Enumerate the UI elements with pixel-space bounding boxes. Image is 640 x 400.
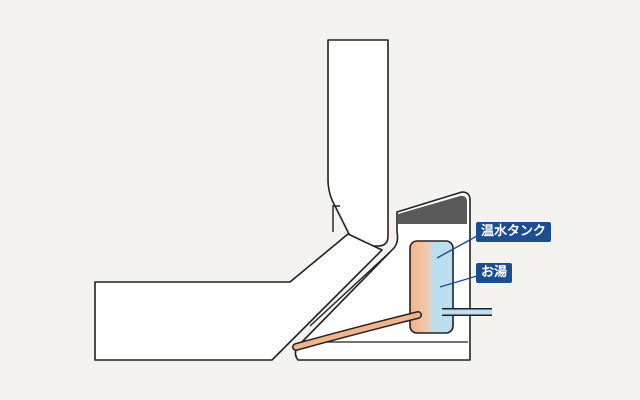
channel-line [309, 251, 391, 327]
seat-body [94, 233, 383, 361]
tank-leader-line [436, 235, 478, 259]
hot-water-leader-line [439, 275, 478, 288]
hot-water-label: お湯 [476, 263, 513, 283]
tank-label: 温水タンク [476, 222, 552, 242]
back-panel [327, 39, 389, 247]
nozzle-cap [398, 195, 467, 224]
hot-water-hose-fill [293, 312, 421, 350]
hinge-bracket [332, 205, 340, 232]
